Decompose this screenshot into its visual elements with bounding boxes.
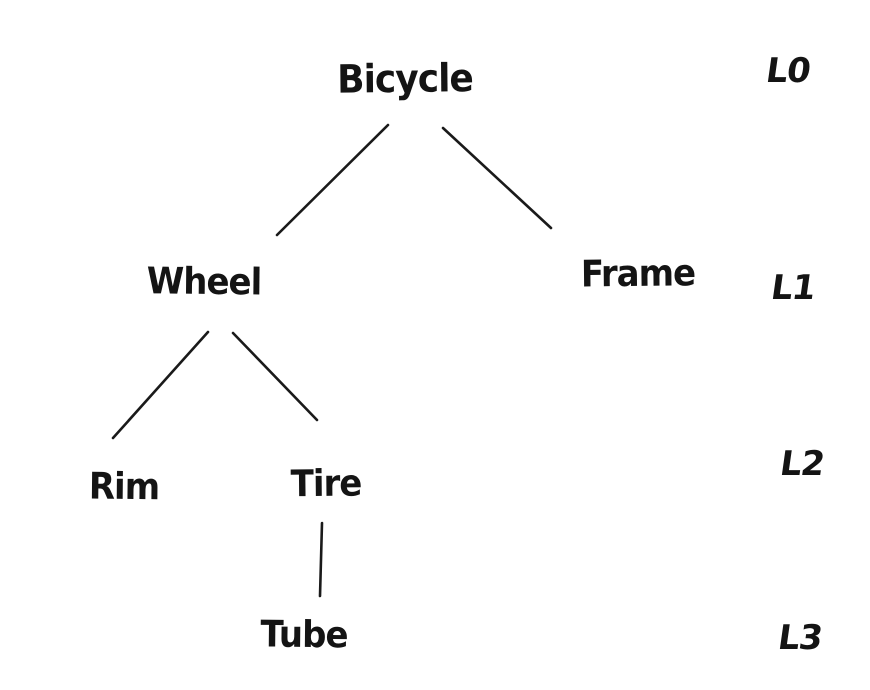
node-bicycle: Bicycle [336,56,474,103]
level-label-l0: L0 [763,51,813,91]
node-wheel: Wheel [146,259,262,305]
edge-bicycle-wheel [275,123,390,237]
level-label-l2: L2 [777,444,827,484]
node-tube: Tube [260,612,348,658]
node-tire: Tire [290,462,362,506]
edge-bicycle-frame [441,126,553,230]
node-rim: Rim [88,465,160,509]
edge-wheel-rim [111,330,210,440]
level-label-l3: L3 [775,618,825,658]
edge-tire-tube [318,521,324,598]
node-frame: Frame [580,251,696,297]
edge-wheel-tire [231,331,319,422]
level-label-l1: L1 [768,268,818,308]
